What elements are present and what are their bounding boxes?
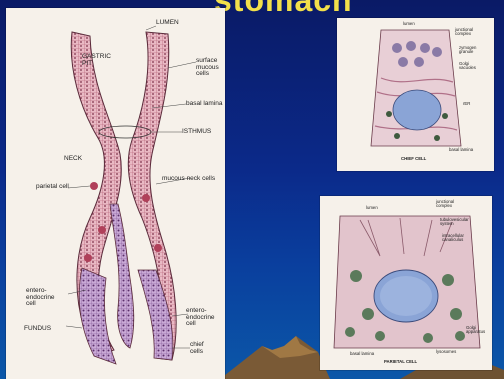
label-basal-lamina: basal lamina [350,352,374,356]
label-lumen: LUMEN [156,20,179,27]
label-golgi-apparatus: Golgi apparatus [466,326,485,335]
label-lumen: lumen [403,22,415,26]
label-lumen: lumen [366,206,378,210]
label-rer: rER [463,102,470,106]
label-junctional-complex: junctional complex [436,200,454,209]
label-golgi-vacuoles: Golgi vacuoles [459,62,476,71]
label-intracellular-canaliculus: intracellular canaliculus [442,234,464,243]
label-mucous-neck-cells: mucous neck cells [162,176,215,183]
gastric-gland-diagram: LUMEN GASTRIC PIT surface mucous cells b… [6,8,225,379]
label-neck: NECK [64,156,82,163]
label-chief-cells: chief cells [190,342,204,355]
parietal-cell-figure: lumen junctional complex tubulovesicular… [320,196,492,370]
label-enteroendocrine-left: entero- endocrine cell [26,288,55,308]
figure-caption: PARIETAL CELL [384,360,417,364]
slide-title: stomach [214,0,353,19]
label-fundus: FUNDUS [24,326,51,333]
label-parietal-cell: parietal cell [36,184,69,191]
label-enteroendocrine-right: entero- endocrine cell [186,308,215,328]
label-basal-lamina: basal lamina [449,148,473,152]
label-zymogen-granule: zymogen granule [459,46,476,55]
figure-caption: CHIEF CELL [401,157,426,161]
label-lysosomes: lysosomes [436,350,456,354]
label-gastric-pit: GASTRIC PIT [82,54,122,67]
label-surface-mucous-cells: surface mucous cells [196,58,219,78]
label-junctional-complex: junctional complex [455,28,473,37]
label-basal-lamina: basal lamina [186,101,223,108]
label-isthmus: ISTHMUS [182,129,211,136]
label-tubulovesicular-system: tubulovesicular system [440,218,469,227]
chief-cell-figure: lumen junctional complex zymogen granule… [337,18,494,171]
